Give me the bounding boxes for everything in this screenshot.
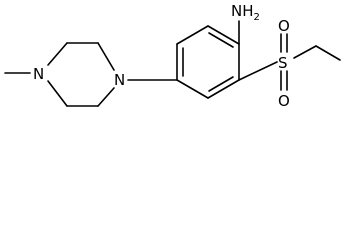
ethyl-ch2-ch3-bond [315, 45, 341, 61]
piperazine-n-methyl-label: N [33, 65, 44, 83]
sulfonyl-oxygen-upper-label: O [278, 17, 290, 35]
sulfonyl-oxygen-lower-label: O [278, 92, 290, 110]
ring-bond-6 [176, 25, 209, 45]
amine-h-symbol: H [242, 2, 253, 20]
benzene-ring [176, 25, 240, 99]
ethylsulfonyl-group [238, 33, 341, 91]
ring-bond-4 [176, 79, 209, 99]
amine-h-count: 2 [254, 12, 260, 23]
piperazine-n-aryl-label: N [114, 71, 125, 89]
amine-nh2-label: NH2 [231, 2, 260, 23]
piperazine-bond-3 [47, 42, 68, 66]
ring-double-bond-2 [208, 76, 234, 92]
ring-double-bond-1 [208, 32, 234, 48]
piperazine-ring [47, 42, 115, 107]
chemical-structure: NH2 S O O N N [4, 2, 341, 110]
piperazine-bond-1 [97, 42, 115, 71]
amine-n-symbol: N [231, 2, 242, 20]
s-ch2-bond [293, 45, 317, 59]
c-s-bond [238, 61, 278, 81]
piperazine-bond-4 [47, 80, 68, 107]
sulfur-label: S [278, 54, 288, 72]
ring-bond-3 [207, 79, 240, 99]
piperazine-bond-6 [97, 87, 115, 107]
ring-bond-1 [207, 25, 240, 45]
